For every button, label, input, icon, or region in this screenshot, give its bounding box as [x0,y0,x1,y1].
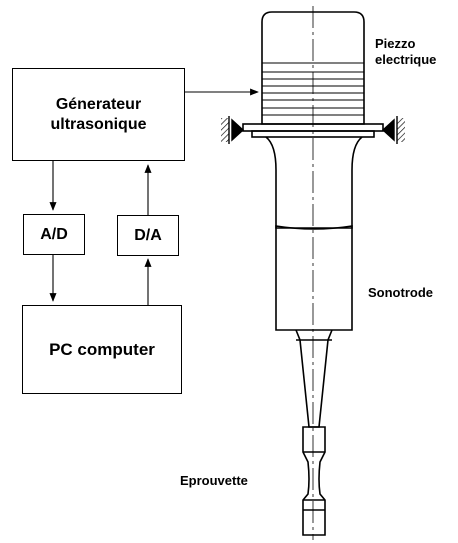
left-support [221,116,245,144]
da-converter-box: D/A [117,215,179,256]
piezo-label: Piezzo electrique [375,36,436,68]
generator-box: Génerateur ultrasonique [12,68,185,161]
eprouvette-label: Eprouvette [180,473,248,488]
sonotrode-body [275,225,353,331]
piezo-top [261,11,365,125]
sonotrode-neck [265,136,363,229]
piezo-label-line1: Piezzo [375,36,416,51]
da-label: D/A [134,226,162,244]
pc-computer-box: PC computer [22,305,182,394]
sonotrode-label: Sonotrode [368,285,433,300]
ad-converter-box: A/D [23,214,85,255]
sonotrode-cone [295,329,333,428]
ad-label: A/D [40,225,68,243]
generator-label-line2: ultrasonique [50,115,147,133]
pc-label: PC computer [49,339,155,359]
right-support [381,116,405,144]
specimen [302,426,326,536]
piezo-label-line2: electrique [375,52,437,67]
generator-label-line1: Génerateur [55,95,142,113]
